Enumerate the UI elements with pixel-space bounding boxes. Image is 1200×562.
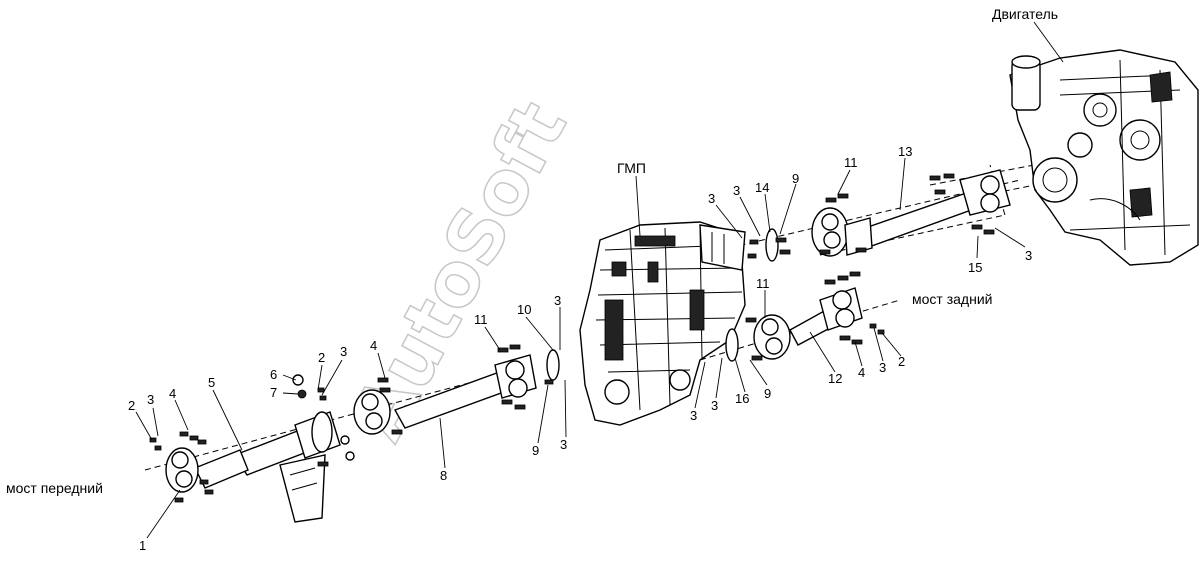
callout-6: 6 bbox=[270, 367, 277, 382]
callout-1: 1 bbox=[139, 538, 146, 553]
callout-10: 10 bbox=[517, 302, 531, 317]
callout-11: 11 bbox=[474, 312, 488, 327]
engine-label: Двигатель bbox=[992, 6, 1058, 22]
callout-11: 11 bbox=[844, 155, 858, 170]
callout-2: 2 bbox=[898, 354, 905, 369]
callout-3: 3 bbox=[708, 191, 715, 206]
callout-14: 14 bbox=[755, 180, 769, 195]
callout-3: 3 bbox=[711, 398, 718, 413]
callout-12: 12 bbox=[828, 371, 842, 386]
callout-3: 3 bbox=[1025, 248, 1032, 263]
callout-5: 5 bbox=[208, 375, 215, 390]
callout-16: 16 bbox=[735, 391, 749, 406]
shaft-13 bbox=[811, 169, 1011, 257]
bolts-shaft-13 bbox=[819, 173, 995, 255]
callout-2: 2 bbox=[318, 350, 325, 365]
shaft-12 bbox=[725, 271, 885, 362]
callout-3: 3 bbox=[554, 293, 561, 308]
engine bbox=[1009, 49, 1199, 266]
callout-4: 4 bbox=[169, 386, 176, 401]
callout-9: 9 bbox=[532, 443, 539, 458]
front-axle-label: мост передний bbox=[6, 480, 103, 496]
shaft-8 bbox=[353, 344, 560, 435]
callout-15: 15 bbox=[968, 260, 982, 275]
callout-leaders bbox=[135, 157, 1026, 539]
callout-13: 13 bbox=[898, 144, 912, 159]
callout-3: 3 bbox=[690, 408, 697, 423]
callout-3: 3 bbox=[147, 392, 154, 407]
callout-3: 3 bbox=[733, 183, 740, 198]
callout-2: 2 bbox=[128, 398, 135, 413]
intermediate-support bbox=[233, 374, 355, 523]
callout-7: 7 bbox=[270, 385, 277, 400]
rear-axle-label: мост задний bbox=[912, 291, 992, 307]
callout-4: 4 bbox=[370, 338, 377, 353]
callout-4: 4 bbox=[858, 365, 865, 380]
callout-8: 8 bbox=[440, 468, 447, 483]
gmp-transmission bbox=[579, 221, 746, 426]
callout-11: 11 bbox=[756, 276, 770, 291]
gmp-label: ГМП bbox=[617, 160, 646, 176]
callouts: 1 2 3 4 5 6 7 2 3 4 8 11 10 3 9 3 3 3 14… bbox=[128, 144, 1032, 553]
front-shaft-1 bbox=[149, 431, 249, 503]
flange-14 bbox=[747, 228, 791, 262]
callout-9: 9 bbox=[764, 386, 771, 401]
callout-9: 9 bbox=[792, 171, 799, 186]
leader-gmp bbox=[635, 175, 641, 237]
callout-3: 3 bbox=[879, 360, 886, 375]
callout-3: 3 bbox=[560, 437, 567, 452]
leader-engine bbox=[1033, 21, 1064, 63]
callout-3: 3 bbox=[340, 344, 347, 359]
